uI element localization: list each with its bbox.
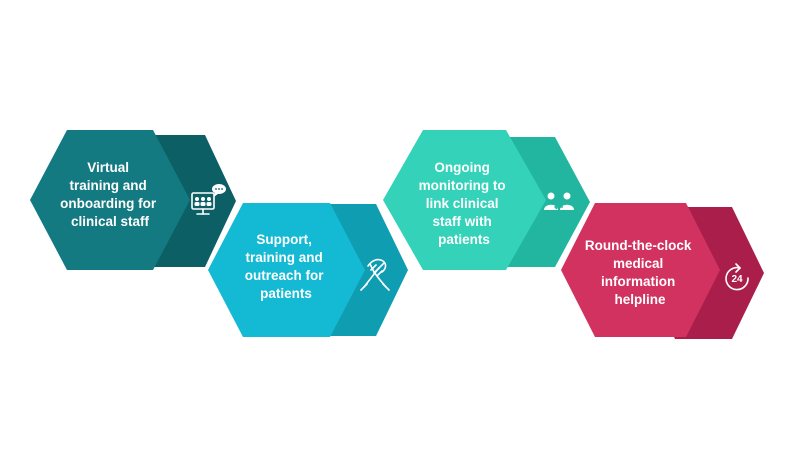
step-4-front-hexagon [561,203,720,337]
24-hour-icon: 24 [725,263,749,291]
step-3-line: Ongoing [434,160,489,175]
step-3-front-hexagon [383,130,546,270]
step-3-label: Ongoing monitoring to link clinical staf… [419,160,510,247]
step-3-line: monitoring to [419,178,506,193]
step-2-line: Support, [256,232,312,247]
step-2-line: patients [260,286,312,301]
step-3-line: staff with [432,214,491,229]
step-1-front-hexagon [30,130,190,270]
step-2-line: training and [245,250,322,265]
step-4-line: helpline [614,292,665,307]
step-4-label: Round-the-clock medical information help… [585,238,695,307]
step-4: Round-the-clock medical information help… [561,203,764,339]
video-conference-icon [191,184,226,215]
handshake-icon [360,258,390,291]
step-4-line: Round-the-clock [585,238,692,253]
step-2: Support, training and outreach for patie… [208,203,408,337]
step-3-line: link clinical [426,196,499,211]
step-1: Virtual training and onboarding for clin… [30,130,236,270]
24-hour-icon-text: 24 [731,274,743,285]
step-4-line: information [601,274,675,289]
people-exchange-icon [544,192,574,210]
step-2-front-hexagon [208,203,365,337]
step-4-line: medical [613,256,663,271]
step-3-line: patients [438,232,490,247]
step-1-line: Virtual [87,160,129,175]
step-1-line: clinical staff [71,214,150,229]
step-2-label: Support, training and outreach for patie… [245,232,328,301]
step-1-line: onboarding for [60,196,157,211]
step-1-line: training and [69,178,146,193]
step-2-line: outreach for [245,268,325,283]
step-1-label: Virtual training and onboarding for clin… [60,160,160,229]
step-3: Ongoing monitoring to link clinical staf… [383,130,590,270]
